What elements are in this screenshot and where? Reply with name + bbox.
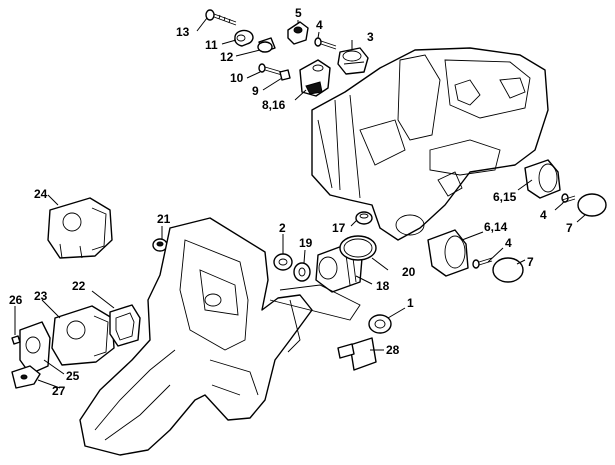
callout-22: 22 [72,279,86,293]
callout-27: 27 [52,384,66,398]
annular-buffer-6-14 [427,229,469,277]
callout-17: 17 [332,221,346,235]
callout-9: 9 [252,84,259,98]
callout-labels: 13 5 4 3 11 12 10 9 8,16 24 21 2 19 17 6… [9,6,573,398]
callout-20: 20 [402,265,416,279]
callout-4-right: 4 [540,208,547,222]
annular-buffer-6-15 [524,159,561,199]
screw-4-right [561,193,576,204]
screw-4-top [314,37,337,50]
hose-clamp-20 [339,235,377,261]
spacer-11 [234,29,254,47]
screw-10 [258,63,283,76]
callout-28: 28 [386,343,400,357]
callout-11: 11 [205,38,218,52]
ring-19 [293,262,311,282]
callout-12: 12 [220,50,234,64]
crankcase-assembly [311,47,549,241]
gasket-22 [109,304,141,347]
screw-13 [205,9,237,26]
ring-1 [368,314,392,334]
buffer-5 [287,21,309,45]
callout-6-15: 6,15 [493,190,517,204]
sleeve-12 [257,37,276,53]
carburetor-24 [47,197,113,259]
callout-7-lower: 7 [527,255,534,269]
callout-4-top: 4 [316,18,323,32]
callout-10: 10 [230,71,244,85]
annular-buffer-3 [337,47,369,75]
ring-2 [273,253,293,271]
callout-25: 25 [66,369,80,383]
grommet-17 [355,211,373,225]
bracket-27 [11,365,41,389]
plug-7-right [577,193,607,217]
callout-21: 21 [157,212,171,226]
callout-3: 3 [367,30,374,44]
screw-4-lower [472,257,493,269]
leader-lines [14,17,586,389]
valve-28 [337,337,377,371]
carburetor-23 [51,305,115,366]
callout-24: 24 [34,187,48,201]
callout-4-lower: 4 [505,236,512,250]
callout-23: 23 [34,289,48,303]
callout-5: 5 [295,6,302,20]
nut-9 [279,69,291,81]
callout-6-14: 6,14 [484,220,508,234]
plug-7-lower [492,257,524,283]
callout-26: 26 [9,293,23,307]
callout-7-right: 7 [566,221,573,235]
nut-26 [11,335,21,345]
tank-housing [79,217,361,456]
callout-19: 19 [299,236,313,250]
callout-18: 18 [376,279,390,293]
callout-1: 1 [407,296,414,310]
callout-8-16: 8,16 [262,98,286,112]
callout-2: 2 [279,221,286,235]
cover-8-16 [299,59,331,97]
callout-13: 13 [176,25,190,39]
gasket-25 [19,321,51,375]
